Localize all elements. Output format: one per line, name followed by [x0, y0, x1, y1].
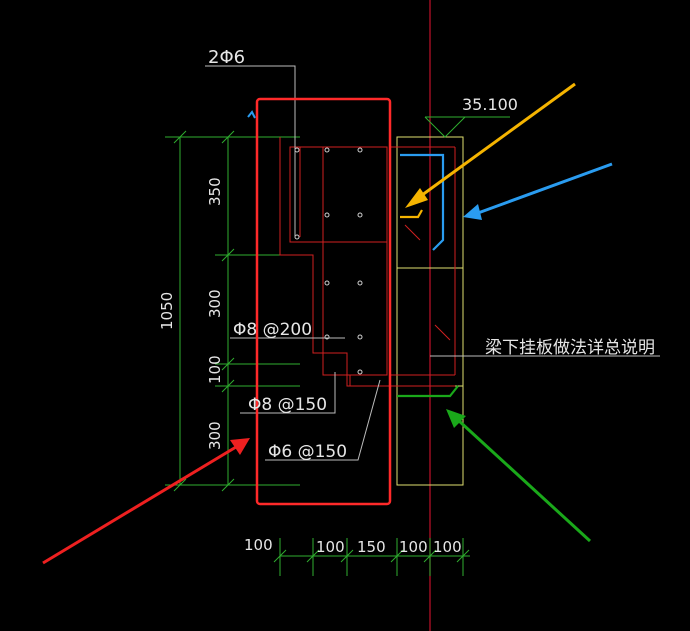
dim-total: 1050: [158, 292, 176, 330]
left-dimension-lines: [165, 130, 300, 492]
dim-300-upper: 300: [206, 289, 224, 318]
note-label: 梁下挂板做法详总说明: [485, 338, 655, 358]
dim-bottom-2: 150: [357, 538, 386, 556]
beam-rebar: [279, 137, 456, 387]
dim-350: 350: [206, 177, 224, 206]
top-bars-label: 2Φ6: [208, 47, 245, 68]
leader-lines: [205, 65, 660, 461]
arrow-blue: [463, 162, 613, 220]
dim-300-lower: 300: [206, 421, 224, 450]
elevation-marker: [424, 116, 510, 138]
rebar-label-c: Φ6 @150: [268, 442, 347, 462]
bottom-dimension-lines: [273, 538, 470, 576]
yellow-bar: [400, 209, 423, 219]
dim-bottom-4: 100: [433, 538, 462, 556]
rebar-label-b: Φ8 @150: [248, 395, 327, 415]
arrow-green: [446, 409, 592, 543]
highlight-box: [255, 97, 392, 506]
blue-hook: [247, 110, 256, 119]
rebar-dots: [294, 147, 363, 375]
elevation-label: 35.100: [462, 95, 518, 114]
dim-bottom-1: 100: [316, 538, 345, 556]
arrow-yellow: [405, 82, 576, 208]
dim-100: 100: [206, 355, 224, 384]
arrow-red: [42, 438, 250, 565]
green-bar: [397, 385, 459, 398]
rebar-label-a: Φ8 @200: [233, 320, 312, 340]
dim-bottom-0: 100: [244, 536, 273, 554]
blue-hanger-bar: [400, 153, 445, 251]
dim-bottom-3: 100: [399, 538, 428, 556]
